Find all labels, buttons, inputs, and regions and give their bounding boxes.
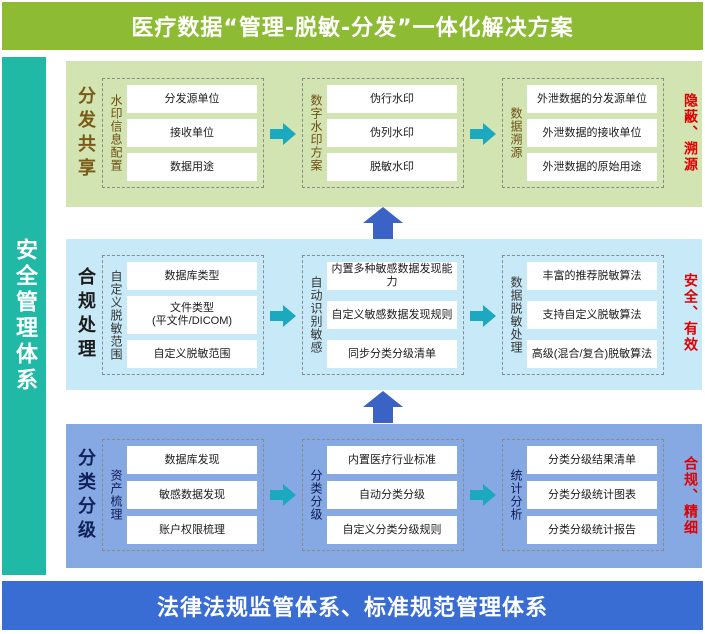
item-pseudo-column-watermark: 伪列水印 — [327, 119, 457, 147]
arrow-right-icon — [270, 123, 296, 145]
module-label: 资产梳理 — [109, 469, 123, 521]
item-sensitive-discovery: 敏感数据发现 — [127, 481, 257, 509]
page-title: 医疗数据“管理-脱敏-分发”一体化解决方案 — [131, 16, 574, 41]
arrow-up-icon — [363, 207, 403, 239]
item-receiver-unit: 接收单位 — [127, 119, 257, 147]
note-classify: 合规、精细 — [682, 456, 698, 536]
module-label: 统计分析 — [509, 469, 523, 521]
arrow-up-icon — [363, 391, 403, 423]
item-leak-receiver: 外泄数据的接收单位 — [527, 119, 657, 147]
note-share: 隐蔽、溯源 — [682, 93, 698, 173]
item-stat-charts: 分类分级统计图表 — [527, 481, 657, 509]
note-comply: 安全、有效 — [682, 273, 698, 353]
item-stat-report: 分类分级统计报告 — [527, 516, 657, 544]
layer-title-comply: 合规处理 — [75, 266, 96, 363]
item-custom-classification-rules: 自定义分类分级规则 — [327, 516, 457, 544]
title-banner: 医疗数据“管理-脱敏-分发”一体化解决方案 — [2, 2, 703, 50]
module-label: 分类分级 — [309, 469, 323, 521]
module-label: 自动识别敏感 — [309, 276, 323, 354]
item-custom-scope: 自定义脱敏范围 — [127, 340, 257, 368]
module-statistical-analysis: 统计分析 分类分级结果清单 分类分级统计图表 分类分级统计报告 — [502, 439, 664, 551]
item-pseudo-row-watermark: 伪行水印 — [327, 85, 457, 113]
module-data-tracing: 数据溯源 外泄数据的分发源单位 外泄数据的接收单位 外泄数据的原始用途 — [502, 78, 664, 188]
item-account-permissions: 账户权限梳理 — [127, 516, 257, 544]
item-builtin-medical-standard: 内置医疗行业标准 — [327, 446, 457, 474]
layer-title-share: 分发共享 — [75, 86, 96, 182]
module-label: 水印信息配置 — [109, 94, 123, 172]
item-custom-discovery-rules: 自定义敏感数据发现规则 — [327, 301, 457, 329]
item-database-discovery: 数据库发现 — [127, 446, 257, 474]
module-label: 数据脱敏处理 — [509, 276, 523, 354]
module-label: 自定义脱敏范围 — [109, 269, 123, 361]
item-leak-source: 外泄数据的分发源单位 — [527, 85, 657, 113]
module-data-masking: 数据脱敏处理 丰富的推荐脱敏算法 支持自定义脱敏算法 高级(混合/复合)脱敏算法 — [502, 255, 664, 375]
layer-title-classify: 分类分级 — [75, 448, 96, 544]
arrow-right-icon — [470, 123, 496, 145]
item-sync-classification-list: 同步分类分级清单 — [327, 340, 457, 368]
item-database-type: 数据库类型 — [127, 262, 257, 290]
arrow-right-icon — [270, 484, 296, 506]
arrow-right-icon — [470, 305, 496, 327]
item-recommended-algorithms: 丰富的推荐脱敏算法 — [527, 262, 657, 290]
module-watermark-config: 水印信息配置 分发源单位 接收单位 数据用途 — [102, 78, 264, 188]
item-custom-algorithms: 支持自定义脱敏算法 — [527, 301, 657, 329]
item-file-type: 文件类型 (平文件/DICOM) — [127, 296, 257, 334]
arrow-right-icon — [470, 484, 496, 506]
item-advanced-algorithms: 高级(混合/复合)脱敏算法 — [527, 340, 657, 368]
arrow-right-icon — [270, 305, 296, 327]
item-result-list: 分类分级结果清单 — [527, 446, 657, 474]
footer-banner: 法律法规监管体系、标准规范管理体系 — [2, 581, 703, 630]
security-management-bar: 安全管理体系 — [2, 57, 46, 575]
module-asset-inventory: 资产梳理 数据库发现 敏感数据发现 账户权限梳理 — [102, 439, 264, 551]
module-auto-sensitive-detection: 自动识别敏感 内置多种敏感数据发现能力 自定义敏感数据发现规则 同步分类分级清单 — [302, 255, 464, 375]
module-digital-watermark: 数字水印方案 伪行水印 伪列水印 脱敏水印 — [302, 78, 464, 188]
module-classification: 分类分级 内置医疗行业标准 自动分类分级 自定义分类分级规则 — [302, 439, 464, 551]
module-custom-masking-scope: 自定义脱敏范围 数据库类型 文件类型 (平文件/DICOM) 自定义脱敏范围 — [102, 255, 264, 375]
item-masking-watermark: 脱敏水印 — [327, 153, 457, 181]
item-auto-classification: 自动分类分级 — [327, 481, 457, 509]
item-data-usage: 数据用途 — [127, 153, 257, 181]
item-source-unit: 分发源单位 — [127, 85, 257, 113]
footer-title: 法律法规监管体系、标准规范管理体系 — [156, 595, 548, 621]
module-label: 数据溯源 — [509, 107, 523, 159]
layer-distribution-sharing: 分发共享 水印信息配置 分发源单位 接收单位 数据用途 数字水印方案 伪行水印 … — [66, 61, 702, 207]
layer-classification-grading: 分类分级 资产梳理 数据库发现 敏感数据发现 账户权限梳理 分类分级 内置医疗行… — [66, 424, 702, 568]
side-bar-label: 安全管理体系 — [12, 238, 37, 394]
layer-compliance-processing: 合规处理 自定义脱敏范围 数据库类型 文件类型 (平文件/DICOM) 自定义脱… — [66, 239, 702, 390]
module-label: 数字水印方案 — [309, 94, 323, 172]
item-builtin-discovery: 内置多种敏感数据发现能力 — [327, 262, 457, 290]
item-leak-usage: 外泄数据的原始用途 — [527, 153, 657, 181]
